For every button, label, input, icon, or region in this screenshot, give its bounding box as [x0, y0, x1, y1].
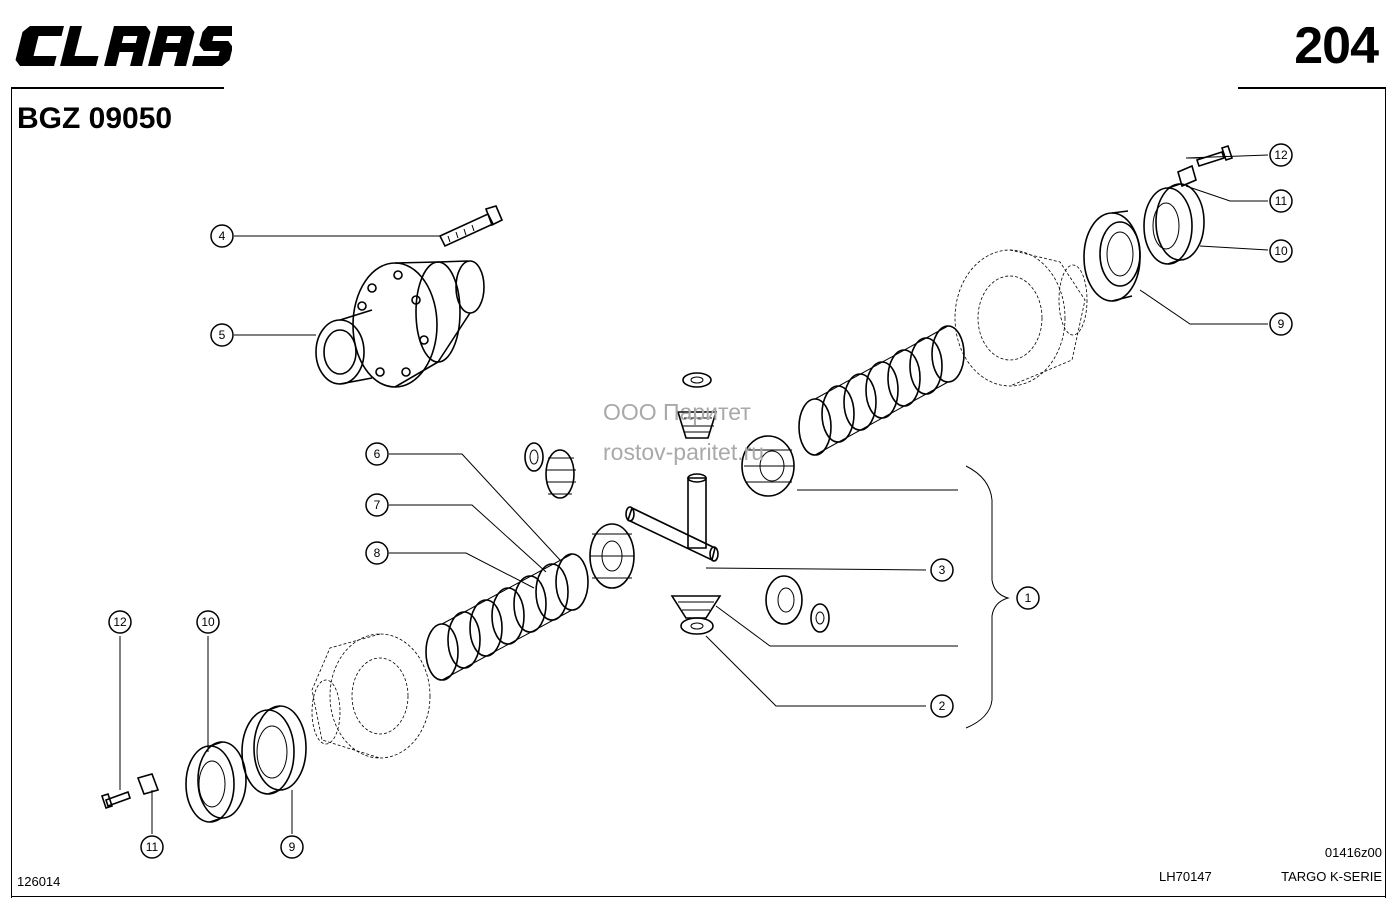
sheet-reference: 126014	[17, 874, 61, 889]
callout-11-right: 11	[1269, 189, 1293, 213]
callout-2: 2	[930, 694, 954, 718]
callout-8: 8	[365, 541, 389, 565]
callout-9-left: 9	[280, 835, 304, 859]
top-spider-gear	[676, 372, 718, 439]
header-rule-left	[11, 87, 224, 89]
bearing-left-part-9	[241, 705, 307, 795]
page-number: 204	[1294, 17, 1379, 75]
svg-text:7: 7	[374, 498, 381, 512]
callout-3: 3	[930, 558, 954, 582]
frame-left	[11, 88, 12, 898]
callout-7: 7	[365, 493, 389, 517]
callout-1: 1	[1016, 586, 1040, 610]
watermark-company: ООО Паритет	[603, 399, 751, 425]
left-clutch-disc-stack	[425, 553, 589, 681]
callout-4: 4	[210, 224, 234, 248]
left-side-gear	[589, 523, 635, 589]
bolt-right-part-12	[1195, 144, 1234, 168]
svg-text:9: 9	[289, 840, 296, 854]
callout-12-right: 12	[1269, 143, 1293, 167]
adjusting-nut-right-part-10	[1143, 183, 1205, 265]
bottom-spider-gear	[670, 595, 722, 635]
claas-logo	[15, 26, 232, 66]
lh-reference: LH70147	[1159, 869, 1212, 884]
adjusting-nut-left-part-10	[185, 741, 247, 823]
cross-shaft-part-3	[625, 473, 719, 562]
bolt-left-part-12	[100, 790, 132, 810]
svg-text:10: 10	[201, 615, 215, 629]
frame-right	[1385, 88, 1386, 898]
lower-right-side-gear	[765, 575, 830, 633]
drawing-reference: 01416z00	[1324, 845, 1382, 860]
callout-10-left: 10	[196, 610, 220, 634]
svg-text:11: 11	[146, 840, 159, 854]
differential-housing-part-5	[315, 260, 485, 388]
svg-text:8: 8	[374, 546, 381, 560]
lock-plate-right-part-11	[1177, 164, 1197, 188]
right-side-gear	[741, 435, 795, 497]
svg-text:1: 1	[1025, 591, 1032, 605]
svg-text:3: 3	[939, 563, 946, 577]
svg-text:9: 9	[1278, 317, 1285, 331]
callout-12-left: 12	[108, 610, 132, 634]
callout-11-left: 11	[140, 835, 164, 859]
leader-lines	[119, 154, 1269, 834]
callout-9-right: 9	[1269, 312, 1293, 336]
bearing-right-part-9	[1083, 210, 1141, 302]
svg-text:11: 11	[1275, 194, 1288, 208]
svg-text:10: 10	[1274, 244, 1288, 258]
svg-text:6: 6	[374, 447, 381, 461]
callout-6: 6	[365, 442, 389, 466]
frame-bottom	[11, 896, 1386, 897]
right-housing-outline	[954, 249, 1088, 387]
callout-5: 5	[210, 323, 234, 347]
callout-10-right: 10	[1269, 239, 1293, 263]
svg-text:12: 12	[113, 615, 127, 629]
svg-text:2: 2	[939, 699, 946, 713]
svg-text:5: 5	[219, 328, 226, 342]
left-housing-outline	[311, 633, 431, 759]
series-name: TARGO K-SERIE	[1281, 869, 1382, 884]
watermark-website: rostov-paritet.ru	[603, 439, 765, 465]
lock-plate-left-part-11	[136, 773, 160, 795]
upper-left-side-gear	[524, 442, 576, 499]
group-code: BGZ 09050	[17, 102, 173, 135]
svg-text:4: 4	[219, 229, 226, 243]
svg-text:12: 12	[1274, 148, 1288, 162]
bolt-part-4	[438, 205, 504, 248]
header-rule-right	[1238, 87, 1386, 89]
right-clutch-disc-stack	[798, 325, 965, 456]
